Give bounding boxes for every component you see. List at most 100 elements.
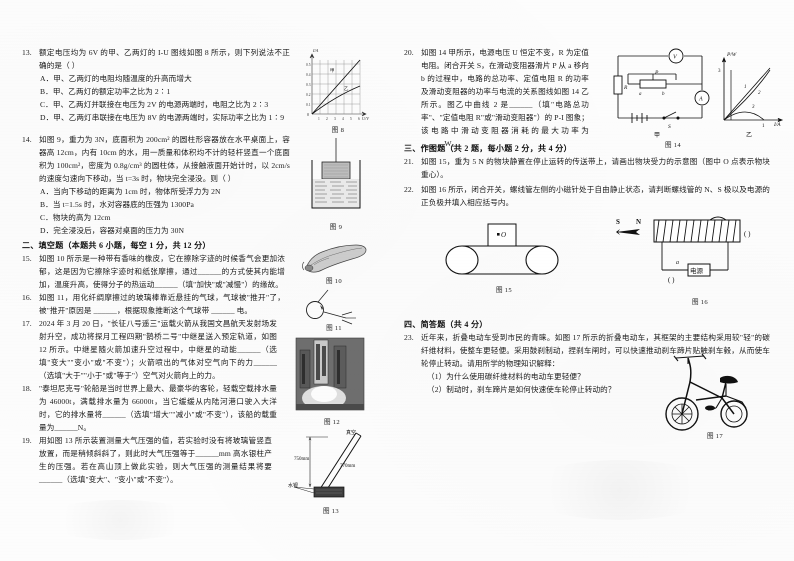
question-15: 15. 如图 10 所示是一种带有香味的橡皮，它在擦除字迹的时候香气会更加浓郁，… bbox=[22, 252, 285, 291]
figure-8-ytick-2: 0.2 bbox=[306, 93, 311, 97]
figure-14-resistor-label: R bbox=[623, 85, 628, 91]
figure-14-slider-label: P bbox=[654, 70, 659, 76]
figure-12: 图 12 bbox=[294, 336, 370, 428]
figure-13-mercury-label: 水银 bbox=[288, 482, 298, 489]
question-20-stem: 如图 14 甲所示，电源电压 U 恒定不变，R 为定值电阻。闭合开关 S，在滑动… bbox=[421, 48, 590, 149]
figure-8-xtick-2: 2 bbox=[326, 117, 328, 121]
figure-13-caption: 图 13 bbox=[322, 508, 340, 515]
figure-11-caption: 图 11 bbox=[326, 325, 342, 332]
figure-13-vacuum-label: 真空 bbox=[346, 429, 356, 436]
question-13-stem: 额定电压均为 6V 的甲、乙两灯的 I-U 图线如图 8 所示，则下列说法不正确… bbox=[39, 48, 290, 71]
figure-16-compass-s: S bbox=[616, 218, 620, 226]
question-14-stem: 如图 9，重力为 3N，底面积为 200cm² 的圆柱形容器放在水平桌面上，容器… bbox=[39, 135, 290, 184]
figure-14-switch-label: S bbox=[668, 124, 671, 130]
figure-8-xtick-4: 4 bbox=[342, 117, 344, 121]
question-21: 21. 如图 15，重为 5 N 的物块静置在停止运转的传送带上，请画出物块受力… bbox=[404, 155, 770, 181]
figure-8-ytick-4: 0.4 bbox=[306, 73, 311, 77]
question-22-stem: 如图 16 所示，闭合开关，螺线管左侧的小磁针处于自由静止状态，请判断螺线管的 … bbox=[421, 185, 770, 208]
figure-9-caption: 图 9 bbox=[329, 224, 343, 231]
question-20-number: 20. bbox=[404, 48, 414, 57]
question-15-number: 15. bbox=[22, 254, 32, 263]
question-13-option-a: A．甲、乙两灯的电阻均随温度的升高而增大 bbox=[40, 74, 192, 84]
figure-16-power-label: 电源 bbox=[690, 266, 704, 275]
figure-12-caption: 图 12 bbox=[323, 419, 341, 426]
figure-16-node-a: a bbox=[676, 260, 679, 266]
figure-8-xtick-6: 6 bbox=[358, 117, 360, 121]
question-14-option-a: A．当向下移动的距离为 1cm 时，物体所受浮力为 2N bbox=[40, 187, 221, 197]
figure-14-graph-y-label: P/W bbox=[726, 52, 737, 58]
figure-16-bracket-right: ( ) bbox=[744, 230, 751, 238]
figure-8-caption: 图 8 bbox=[331, 127, 345, 134]
question-18-number: 18. bbox=[22, 384, 32, 393]
section-heading-2: 二、填空题（本题共 6 小题，每空 1 分，共 12 分） bbox=[22, 241, 211, 250]
question-21-number: 21. bbox=[404, 157, 414, 166]
figure-8-ytick-1: 0.1 bbox=[306, 103, 311, 107]
question-14-number: 14. bbox=[22, 135, 32, 144]
question-23-stem: 近年来，折叠电动车受到市民的青睐。如图 17 所示的折叠电动车，其框架的主要结构… bbox=[421, 333, 770, 369]
figure-16-compass-n: N bbox=[636, 218, 641, 226]
question-19: 19. 用如图 13 所示装置测量大气压强的值，若实验时没有将玻璃管竖直放置，而… bbox=[22, 434, 272, 486]
figure-15-caption: 图 15 bbox=[495, 287, 513, 294]
figure-8-ytick-3: 0.3 bbox=[306, 83, 311, 87]
figure-14-curve-3: 3 bbox=[752, 105, 755, 110]
figure-8-curve-label-yi: 乙 bbox=[344, 85, 349, 91]
question-19-stem: 用如图 13 所示装置测量大气压强的值，若实验时没有将玻璃管竖直放置，而是稍倾斜… bbox=[39, 436, 272, 485]
figure-14-subcap-yi: 乙 bbox=[746, 132, 752, 139]
question-13-option-c: C．甲、乙两灯并联接在电压为 2V 的电源两端时，电阻之比为 2∶3 bbox=[40, 100, 269, 110]
question-20: 20. 如图 14 甲所示，电源电压 U 恒定不变，R 为定值电阻。闭合开关 S… bbox=[404, 46, 589, 150]
question-23-sub-2: （2）制动时，刹车蹄片是如何快速使车轮停止转动的？ bbox=[427, 385, 616, 395]
compass-needle-icon bbox=[616, 229, 640, 235]
figure-14-graph-x-label: I/A bbox=[773, 122, 781, 128]
question-13: 13. 额定电压均为 6V 的甲、乙两灯的 I-U 图线如图 8 所示，则下列说… bbox=[22, 46, 290, 124]
question-14-option-c: C．物块的高为 12cm bbox=[40, 213, 111, 223]
question-22-number: 22. bbox=[404, 185, 414, 194]
question-22: 22. 如图 16 所示，闭合开关，螺线管左侧的小磁针处于自由静止状态，请判断螺… bbox=[404, 183, 770, 209]
figure-8-xtick-5: 5 bbox=[350, 117, 352, 121]
figure-14-graph-xtick: 1 bbox=[762, 124, 765, 129]
question-15-stem: 如图 10 所示是一种带有香味的橡皮，它在擦除字迹的时候香气会更加浓郁，这是因为… bbox=[39, 254, 285, 290]
figure-8-xtick-3: 3 bbox=[334, 117, 336, 121]
question-19-number: 19. bbox=[22, 436, 32, 445]
figure-8-origin: 0 bbox=[307, 112, 309, 117]
question-14-option-b: B．当 t=1.5s 时，水对容器底的压强为 1300Pa bbox=[40, 200, 194, 210]
question-23: 23. 近年来，折叠电动车受到市民的青睐。如图 17 所示的折叠电动车，其框架的… bbox=[404, 331, 770, 396]
figure-14-curve-2: 2 bbox=[758, 91, 761, 96]
figure-16-caption: 图 16 bbox=[691, 299, 709, 306]
question-18: 18. "泰坦尼克号"轮船是当时世界上最大、最豪华的客轮，轻载空载排水量为 46… bbox=[22, 382, 277, 434]
question-23-number: 23. bbox=[404, 333, 414, 342]
figure-14-slider-b: b bbox=[662, 92, 665, 97]
figure-9: 图 9 bbox=[300, 136, 372, 231]
question-14-option-d: D．完全浸没后，容器对桌面的压力为 30N bbox=[40, 226, 185, 236]
question-17-number: 17. bbox=[22, 319, 32, 328]
question-17: 17. 2024 年 3 月 20 日，"长征八号遥三"运载火箭从我国文昌航天发… bbox=[22, 317, 277, 382]
figure-8-x-label: U/V bbox=[362, 116, 369, 121]
right-column: 20. 如图 14 甲所示，电源电压 U 恒定不变，R 为定值电阻。闭合开关 S… bbox=[404, 0, 774, 561]
figure-8: I/A U/V 0 0.1 0.2 0.3 0.4 0.5 1 2 3 4 5 … bbox=[302, 44, 374, 136]
figure-14-curve-1: 1 bbox=[744, 85, 747, 90]
figure-8-curve-label-jia: 甲 bbox=[330, 68, 334, 74]
section-heading-4: 四、简答题（共 4 分） bbox=[404, 320, 488, 329]
question-16-number: 16. bbox=[22, 293, 32, 302]
figure-15: O 图 15 bbox=[440, 222, 568, 294]
figure-10: 图 10 bbox=[298, 243, 370, 285]
figure-13: 真空 750mm 770mm 水银 图 13 bbox=[288, 425, 374, 517]
figure-13-750-label: 750mm bbox=[294, 457, 309, 462]
figure-16: S N ( ) bbox=[610, 212, 770, 312]
figure-13-770-label: 770mm bbox=[340, 464, 355, 469]
figure-17-caption: 图 17 bbox=[706, 433, 724, 440]
figure-10-caption: 图 10 bbox=[325, 278, 343, 285]
figure-17: 图 17 bbox=[660, 352, 770, 452]
question-18-stem: "泰坦尼克号"轮船是当时世界上最大、最豪华的客轮，轻载空载排水量为 46000t… bbox=[39, 384, 277, 433]
figure-8-y-label: I/A bbox=[312, 48, 319, 53]
figure-14-graph-ytick: 3 bbox=[718, 69, 721, 74]
question-16-stem: 如图 11，用化纤绸摩擦过的玻璃棒靠近悬挂的气球，气球被"推开"了，被"推开"原… bbox=[39, 293, 285, 316]
figure-14-ammeter-label: A bbox=[698, 97, 703, 103]
question-13-option-d: D．甲、乙两灯串联接在电压为 8V 的电源两端时，实际功率之比为 1∶9 bbox=[40, 113, 285, 123]
figure-8-xtick-1: 1 bbox=[318, 117, 320, 121]
question-17-stem: 2024 年 3 月 20 日，"长征八号遥三"运载火箭从我国文昌航天发射场发射… bbox=[39, 319, 277, 381]
question-16: 16. 如图 11，用化纤绸摩擦过的玻璃棒靠近悬挂的气球，气球被"推开"了，被"… bbox=[22, 291, 285, 317]
figure-14-subcap-jia: 甲 bbox=[654, 132, 660, 139]
question-13-option-b: B．甲、乙两灯的额定功率之比为 2∶1 bbox=[40, 87, 171, 97]
figure-14-slider-a: a bbox=[639, 92, 642, 97]
